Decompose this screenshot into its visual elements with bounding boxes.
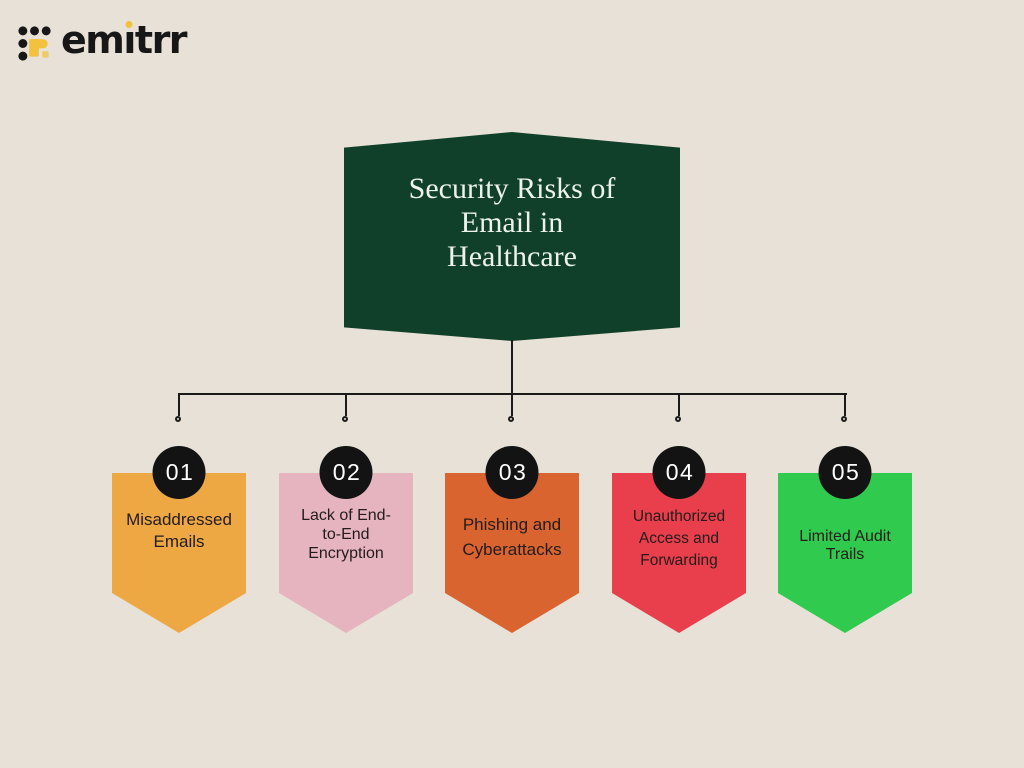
risk-banner bbox=[279, 473, 413, 633]
title-banner: Security Risks of Email in Healthcare bbox=[344, 132, 680, 341]
connector-node-5 bbox=[841, 416, 847, 422]
risk-number: 04 bbox=[665, 459, 695, 485]
wordmark-i-with-yellow-dot: ı bbox=[123, 18, 136, 62]
risk-item-misaddressed-emails: Misaddressed Emails 01 bbox=[112, 446, 246, 633]
connector-drop-3 bbox=[511, 393, 513, 416]
emitrr-logo: emıtrr bbox=[18, 18, 188, 62]
risk-number-badge: 03 bbox=[485, 446, 539, 499]
connector-node-1 bbox=[175, 416, 181, 422]
risk-number-badge: 04 bbox=[652, 446, 706, 499]
connector-drop-2 bbox=[345, 393, 347, 416]
risk-number: 03 bbox=[498, 459, 528, 485]
connector-node-3 bbox=[508, 416, 514, 422]
emitrr-logo-icon bbox=[18, 26, 51, 61]
risk-item-lack-of-encryption: Lack of End-to-End Encryption 02 bbox=[279, 446, 413, 633]
connector-node-4 bbox=[675, 416, 681, 422]
connector-node-2 bbox=[342, 416, 348, 422]
connector-stem bbox=[511, 340, 513, 394]
risk-number: 01 bbox=[165, 459, 195, 485]
risk-banner bbox=[612, 473, 746, 633]
wordmark-part2: trr bbox=[134, 18, 188, 62]
risk-item-unauthorized-access: Unauthorized Access and Forwarding 04 bbox=[612, 446, 746, 633]
title-line-2: Email in bbox=[460, 205, 564, 239]
risk-item-phishing-cyberattacks: Phishing and Cyberattacks 03 bbox=[445, 446, 579, 633]
risk-number-badge: 01 bbox=[152, 446, 206, 499]
risk-banner bbox=[445, 473, 579, 633]
risk-number: 05 bbox=[831, 459, 861, 485]
risk-label: Phishing and Cyberattacks bbox=[462, 515, 562, 559]
risk-number-badge: 02 bbox=[319, 446, 373, 499]
title-line-1: Security Risks of bbox=[408, 171, 616, 205]
title-line-3: Healthcare bbox=[447, 239, 577, 273]
risk-number: 02 bbox=[332, 459, 362, 485]
connector-horizontal bbox=[179, 393, 847, 395]
connector-drop-5 bbox=[844, 393, 846, 416]
risk-label: Misaddressed Emails bbox=[126, 510, 232, 551]
risk-label: Limited Audit Trails bbox=[799, 528, 891, 563]
connector-drop-4 bbox=[678, 393, 680, 416]
emitrr-wordmark: emıtrr bbox=[61, 18, 188, 62]
connector-drop-1 bbox=[178, 393, 180, 416]
risk-item-limited-audit-trails: Limited Audit Trails 05 bbox=[778, 446, 912, 633]
risk-label: Unauthorized Access and Forwarding bbox=[632, 508, 726, 569]
wordmark-part1: em bbox=[61, 18, 125, 62]
page-title: Security Risks of Email in Healthcare bbox=[409, 172, 616, 274]
risk-banner bbox=[112, 473, 246, 633]
risk-label: Lack of End-to-End Encryption bbox=[301, 507, 391, 562]
risk-number-badge: 05 bbox=[818, 446, 872, 499]
risk-banner bbox=[778, 473, 912, 633]
